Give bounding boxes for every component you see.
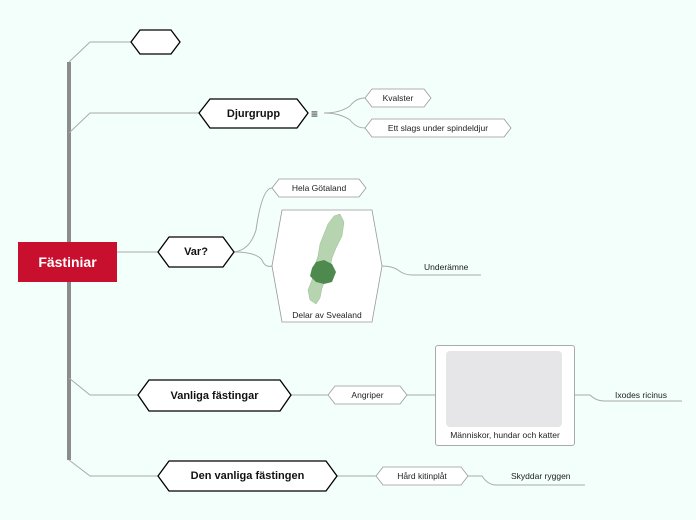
subtopic-angriper[interactable]: Angriper	[351, 390, 384, 400]
topic-djurgrupp[interactable]: Djurgrupp	[226, 107, 281, 120]
subtopic-hard-kitinplat[interactable]: Hård kitinplåt	[397, 471, 447, 481]
root-topic[interactable]: Fästiniar	[18, 242, 117, 282]
gotaland-shape	[271, 178, 367, 198]
topic-vanliga-fastingar[interactable]: Vanliga fästingar	[170, 389, 259, 402]
kvalster-shape	[364, 88, 432, 108]
notes-icon[interactable]: ≡	[311, 107, 319, 121]
subtopic-hela-gotaland[interactable]: Hela Götaland	[291, 183, 347, 193]
detail-skyddar-ryggen[interactable]: Skyddar ryggen	[511, 471, 571, 481]
detail-underamne[interactable]: Underämne	[424, 262, 469, 272]
angriper-shape	[327, 385, 408, 405]
map-caption[interactable]: Delar av Svealand	[292, 310, 362, 320]
topic-var[interactable]: Var?	[184, 246, 208, 258]
image-placeholder	[446, 351, 562, 427]
image-caption: Människor, hundar och katter	[450, 430, 560, 440]
subtopic-spindeldjur[interactable]: Ett slags under spindeldjur	[387, 123, 489, 133]
subtopic-kvalster[interactable]: Kvalster	[382, 93, 414, 103]
topic-4-shape	[137, 379, 292, 412]
topic-2-shape	[198, 98, 309, 129]
image-node[interactable]: Människor, hundar och katter	[435, 345, 575, 446]
topic-1-shape	[130, 29, 181, 55]
topic-den-vanliga-fastingen[interactable]: Den vanliga fästingen	[190, 470, 305, 482]
topic-empty[interactable]	[140, 30, 171, 54]
kitinplat-shape	[375, 466, 469, 486]
spindeldjur-shape	[364, 118, 512, 138]
topic-5-shape	[157, 460, 338, 492]
topic-3-shape	[157, 236, 235, 268]
sweden-map-icon	[307, 213, 345, 305]
detail-ixodes[interactable]: Ixodes ricinus	[615, 390, 667, 400]
